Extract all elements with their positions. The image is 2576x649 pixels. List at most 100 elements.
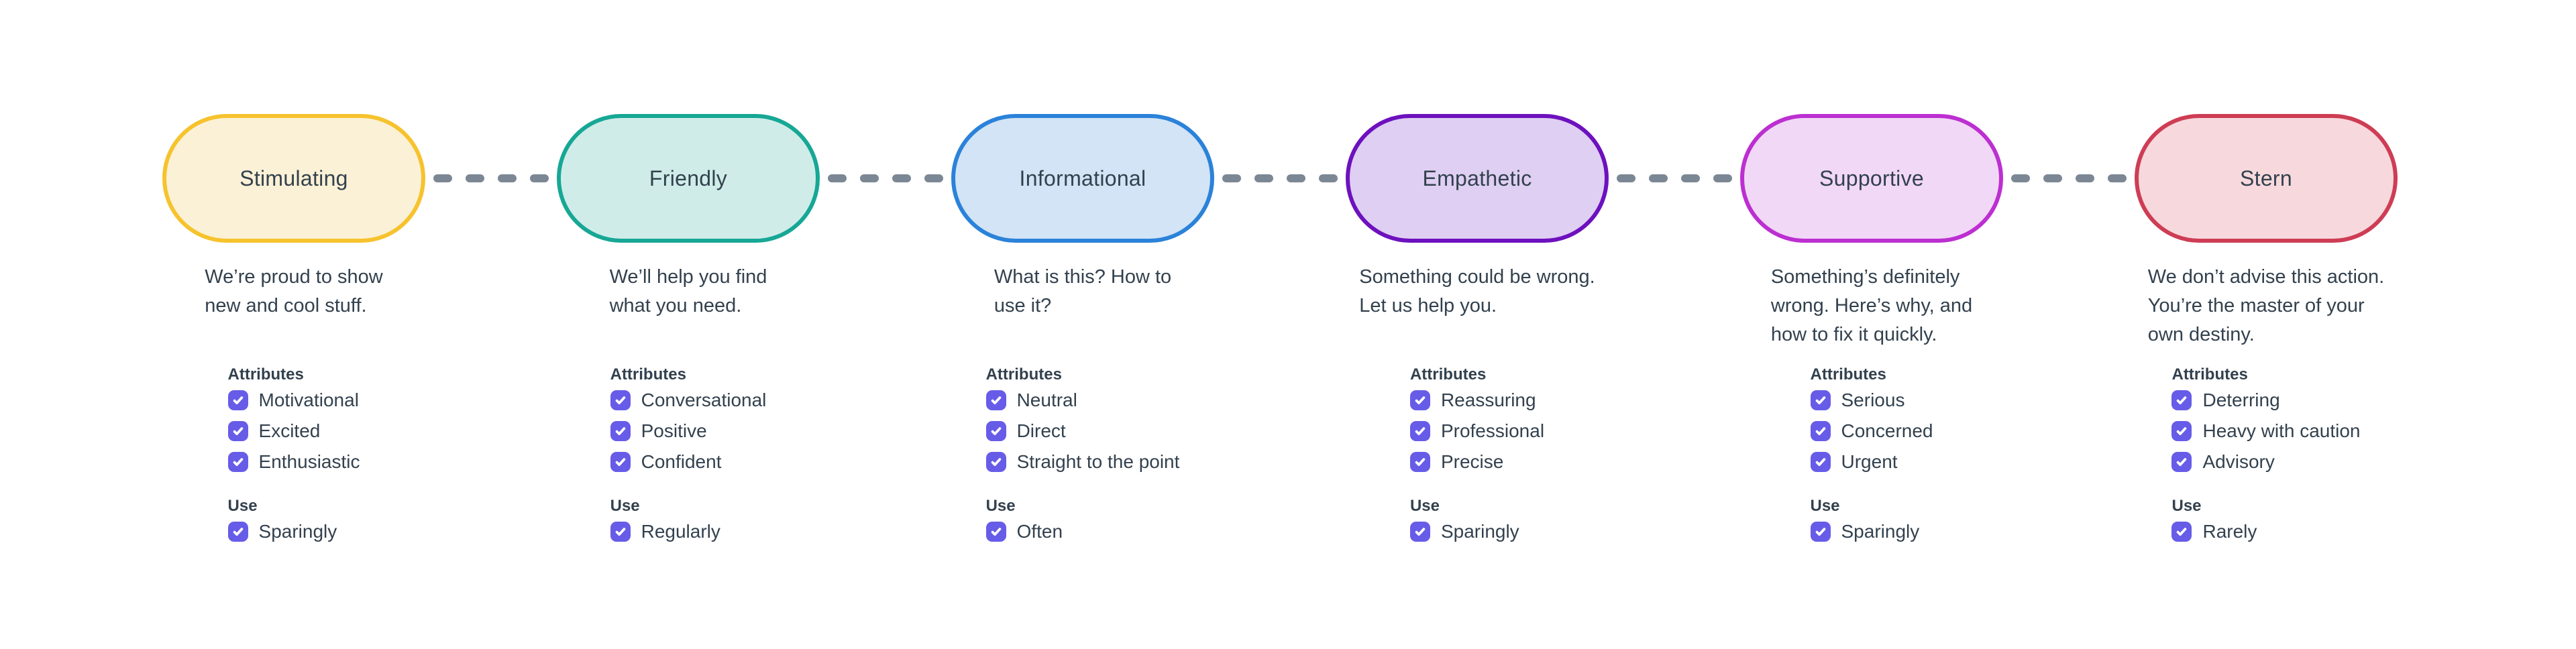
tone-column: Supportive Something’s definitely wrong.… (1674, 0, 2069, 547)
attribute-label: Reassuring (1440, 390, 1536, 410)
tone-pill-label: Informational (1019, 166, 1146, 190)
tone-details: Attributes Neutral Direct Straight to th… (985, 365, 1179, 547)
attribute-row: Serious (1810, 385, 1905, 416)
attribute-row: Reassuring (1409, 385, 1536, 416)
attributes-header: Attributes (985, 365, 1062, 384)
checkbox-checked-icon[interactable] (227, 421, 248, 441)
attribute-row: Heavy with caution (2171, 416, 2361, 447)
checkbox-checked-icon[interactable] (985, 522, 1006, 542)
tone-column: Stern We don’t advise this action. You’r… (2069, 0, 2463, 547)
checkbox-checked-icon[interactable] (1409, 390, 1430, 410)
tone-pill-label: Stern (2240, 166, 2292, 190)
use-label: Sparingly (1841, 521, 1920, 542)
attribute-row: Advisory (2171, 447, 2275, 477)
attribute-row: Professional (1409, 416, 1544, 447)
tone-details: Attributes Conversational Positive Confi… (610, 365, 767, 547)
tone-description: What is this? How to use it? (994, 266, 1172, 316)
checkbox-checked-icon[interactable] (1409, 421, 1430, 441)
use-row: Sparingly (227, 516, 337, 547)
use-row: Often (985, 516, 1063, 547)
checkbox-checked-icon[interactable] (1409, 452, 1430, 472)
checkbox-checked-icon[interactable] (2171, 452, 2192, 472)
tone-details: Attributes Serious Concerned Urgent Use … (1810, 365, 1933, 547)
use-header: Use (1409, 497, 1440, 515)
use-row: Sparingly (1810, 516, 1920, 547)
tone-pill: Informational (951, 114, 1214, 243)
attribute-label: Heavy with caution (2202, 420, 2361, 441)
attributes-header: Attributes (1409, 365, 1487, 384)
use-row: Regularly (610, 516, 720, 547)
use-label: Sparingly (258, 521, 337, 542)
tone-description: We don’t advise this action. You’re the … (2147, 266, 2385, 345)
attribute-row: Conversational (610, 385, 767, 416)
attribute-label: Precise (1440, 451, 1504, 472)
use-header: Use (2171, 497, 2202, 515)
checkbox-checked-icon[interactable] (610, 522, 631, 542)
attributes-header: Attributes (227, 365, 304, 384)
attribute-label: Excited (258, 420, 321, 441)
attribute-row: Excited (227, 416, 321, 447)
checkbox-checked-icon[interactable] (610, 421, 631, 441)
checkbox-checked-icon[interactable] (1409, 522, 1430, 542)
use-header: Use (610, 497, 640, 515)
attribute-label: Advisory (2202, 451, 2275, 472)
attribute-row: Motivational (227, 385, 359, 416)
checkbox-checked-icon[interactable] (610, 452, 631, 472)
attributes-header: Attributes (610, 365, 686, 384)
use-label: Sparingly (1440, 521, 1519, 542)
tone-pill: Stern (2135, 114, 2398, 243)
checkbox-checked-icon[interactable] (227, 390, 248, 410)
checkbox-checked-icon[interactable] (227, 452, 248, 472)
attribute-label: Neutral (1016, 390, 1077, 410)
attribute-row: Concerned (1810, 416, 1933, 447)
attribute-label: Urgent (1841, 451, 1898, 472)
tone-column: Friendly We’ll help you find what you ne… (491, 0, 885, 547)
tone-pill: Empathetic (1346, 114, 1609, 243)
checkbox-checked-icon[interactable] (985, 421, 1006, 441)
attribute-row: Confident (610, 447, 722, 477)
checkbox-checked-icon[interactable] (1810, 522, 1831, 542)
checkbox-checked-icon[interactable] (985, 390, 1006, 410)
tone-pill: Supportive (1740, 114, 2003, 243)
attribute-label: Confident (641, 451, 722, 472)
attribute-label: Positive (641, 420, 707, 441)
attribute-label: Enthusiastic (258, 451, 360, 472)
attribute-label: Concerned (1841, 420, 1933, 441)
use-label: Regularly (641, 521, 720, 542)
attribute-label: Serious (1841, 390, 1905, 410)
attributes-header: Attributes (2171, 365, 2248, 384)
checkbox-checked-icon[interactable] (227, 522, 248, 542)
checkbox-checked-icon[interactable] (1810, 452, 1831, 472)
checkbox-checked-icon[interactable] (610, 390, 631, 410)
attribute-row: Enthusiastic (227, 447, 360, 477)
tone-pill-label: Supportive (1819, 166, 1924, 190)
use-label: Rarely (2202, 521, 2257, 542)
tone-column: Stimulating We’re proud to show new and … (97, 0, 491, 547)
checkbox-checked-icon[interactable] (2171, 390, 2192, 410)
checkbox-checked-icon[interactable] (1810, 421, 1831, 441)
attribute-row: Straight to the point (985, 447, 1179, 477)
use-row: Rarely (2171, 516, 2257, 547)
attribute-row: Direct (985, 416, 1066, 447)
use-label: Often (1016, 521, 1063, 542)
tone-description: We’re proud to show new and cool stuff. (205, 266, 383, 316)
checkbox-checked-icon[interactable] (1810, 390, 1831, 410)
checkbox-checked-icon[interactable] (985, 452, 1006, 472)
checkbox-checked-icon[interactable] (2171, 522, 2192, 542)
tone-column: Informational What is this? How to use i… (885, 0, 1280, 547)
checkbox-checked-icon[interactable] (2171, 421, 2192, 441)
tone-column: Empathetic Something could be wrong. Let… (1280, 0, 1674, 547)
tone-details: Attributes Deterring Heavy with caution … (2171, 365, 2361, 547)
use-header: Use (227, 497, 258, 515)
attribute-row: Neutral (985, 385, 1077, 416)
use-row: Sparingly (1409, 516, 1519, 547)
attribute-row: Urgent (1810, 447, 1898, 477)
attribute-label: Conversational (641, 390, 767, 410)
use-header: Use (1810, 497, 1840, 515)
tone-details: Attributes Reassuring Professional Preci… (1409, 365, 1544, 547)
attribute-row: Positive (610, 416, 707, 447)
tone-description: We’ll help you find what you need. (609, 266, 767, 316)
attribute-label: Motivational (258, 390, 359, 410)
tone-details: Attributes Motivational Excited Enthusia… (227, 365, 360, 547)
